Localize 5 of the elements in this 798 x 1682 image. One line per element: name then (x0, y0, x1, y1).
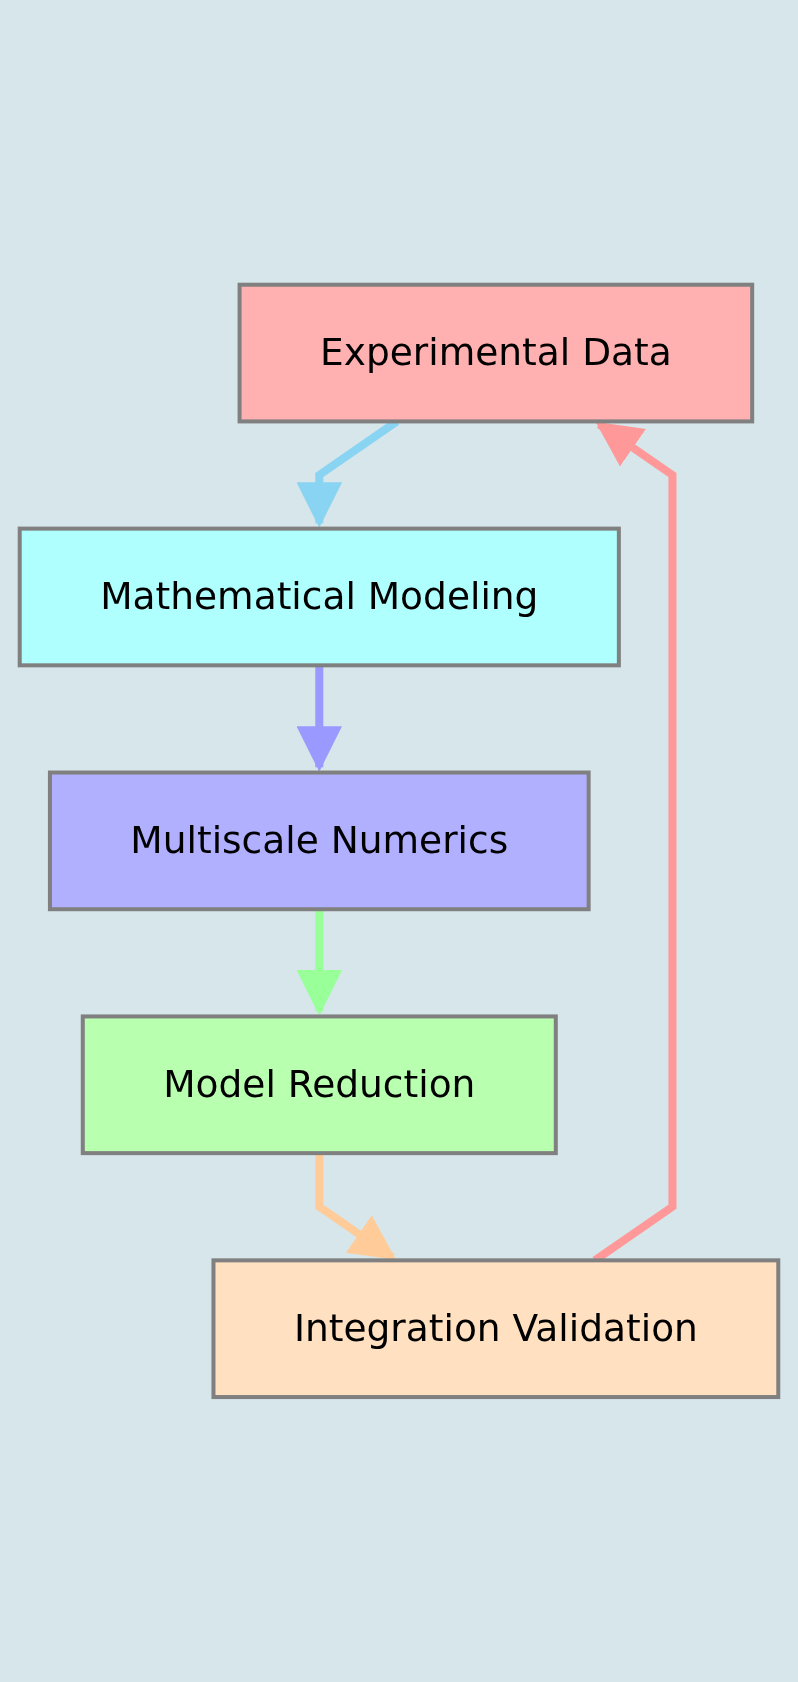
node-box: Integration Validation (211, 1258, 781, 1400)
node-box: Model Reduction (80, 1014, 558, 1156)
node-box: Experimental Data (237, 282, 755, 424)
node-box: Multiscale Numerics (47, 770, 591, 912)
node-box: Mathematical Modeling (17, 526, 621, 668)
